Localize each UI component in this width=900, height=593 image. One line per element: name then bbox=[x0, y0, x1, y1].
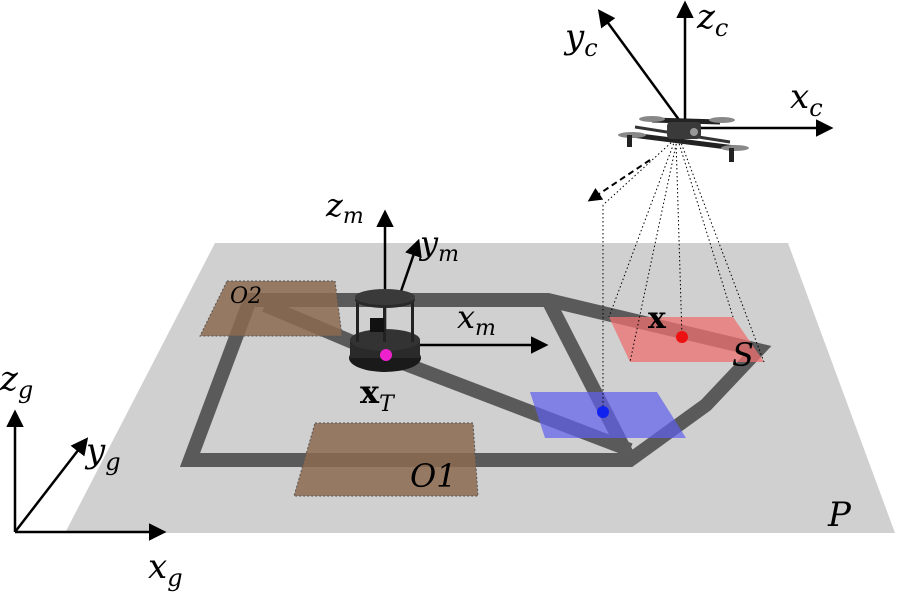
target-point-marker bbox=[676, 331, 688, 343]
obstacle-o2-label: O2 bbox=[230, 284, 262, 309]
robot-position-marker bbox=[380, 349, 392, 361]
robot-z-label: zm bbox=[325, 186, 364, 229]
robot-y-label: ym bbox=[418, 224, 459, 267]
ground-frame-axes bbox=[6, 409, 167, 541]
camera-fov-lines bbox=[602, 139, 765, 412]
obstacle-o1-label: O1 bbox=[410, 457, 457, 495]
target-point-label: x bbox=[648, 301, 667, 336]
projection-point-marker bbox=[597, 406, 609, 418]
region-s-label: S bbox=[732, 336, 754, 374]
ground-y-label: yg bbox=[84, 431, 121, 476]
camera-projection-arrow bbox=[587, 159, 651, 202]
obstacle-o1 bbox=[293, 422, 479, 497]
robot-x-label: xm bbox=[457, 298, 496, 341]
plane-p-label: P bbox=[827, 495, 852, 535]
robot-position-label: xT bbox=[360, 373, 396, 417]
camera-x-label: xc bbox=[790, 77, 823, 122]
quadrotor-drone-icon bbox=[618, 116, 749, 162]
ground-z-label: zg bbox=[0, 359, 33, 404]
camera-z-label: zc bbox=[696, 0, 728, 42]
ground-x-label: xg bbox=[148, 547, 183, 592]
camera-y-label: yc bbox=[563, 17, 598, 62]
camera-frame-axes bbox=[597, 0, 834, 137]
obstacle-o2 bbox=[199, 280, 343, 337]
